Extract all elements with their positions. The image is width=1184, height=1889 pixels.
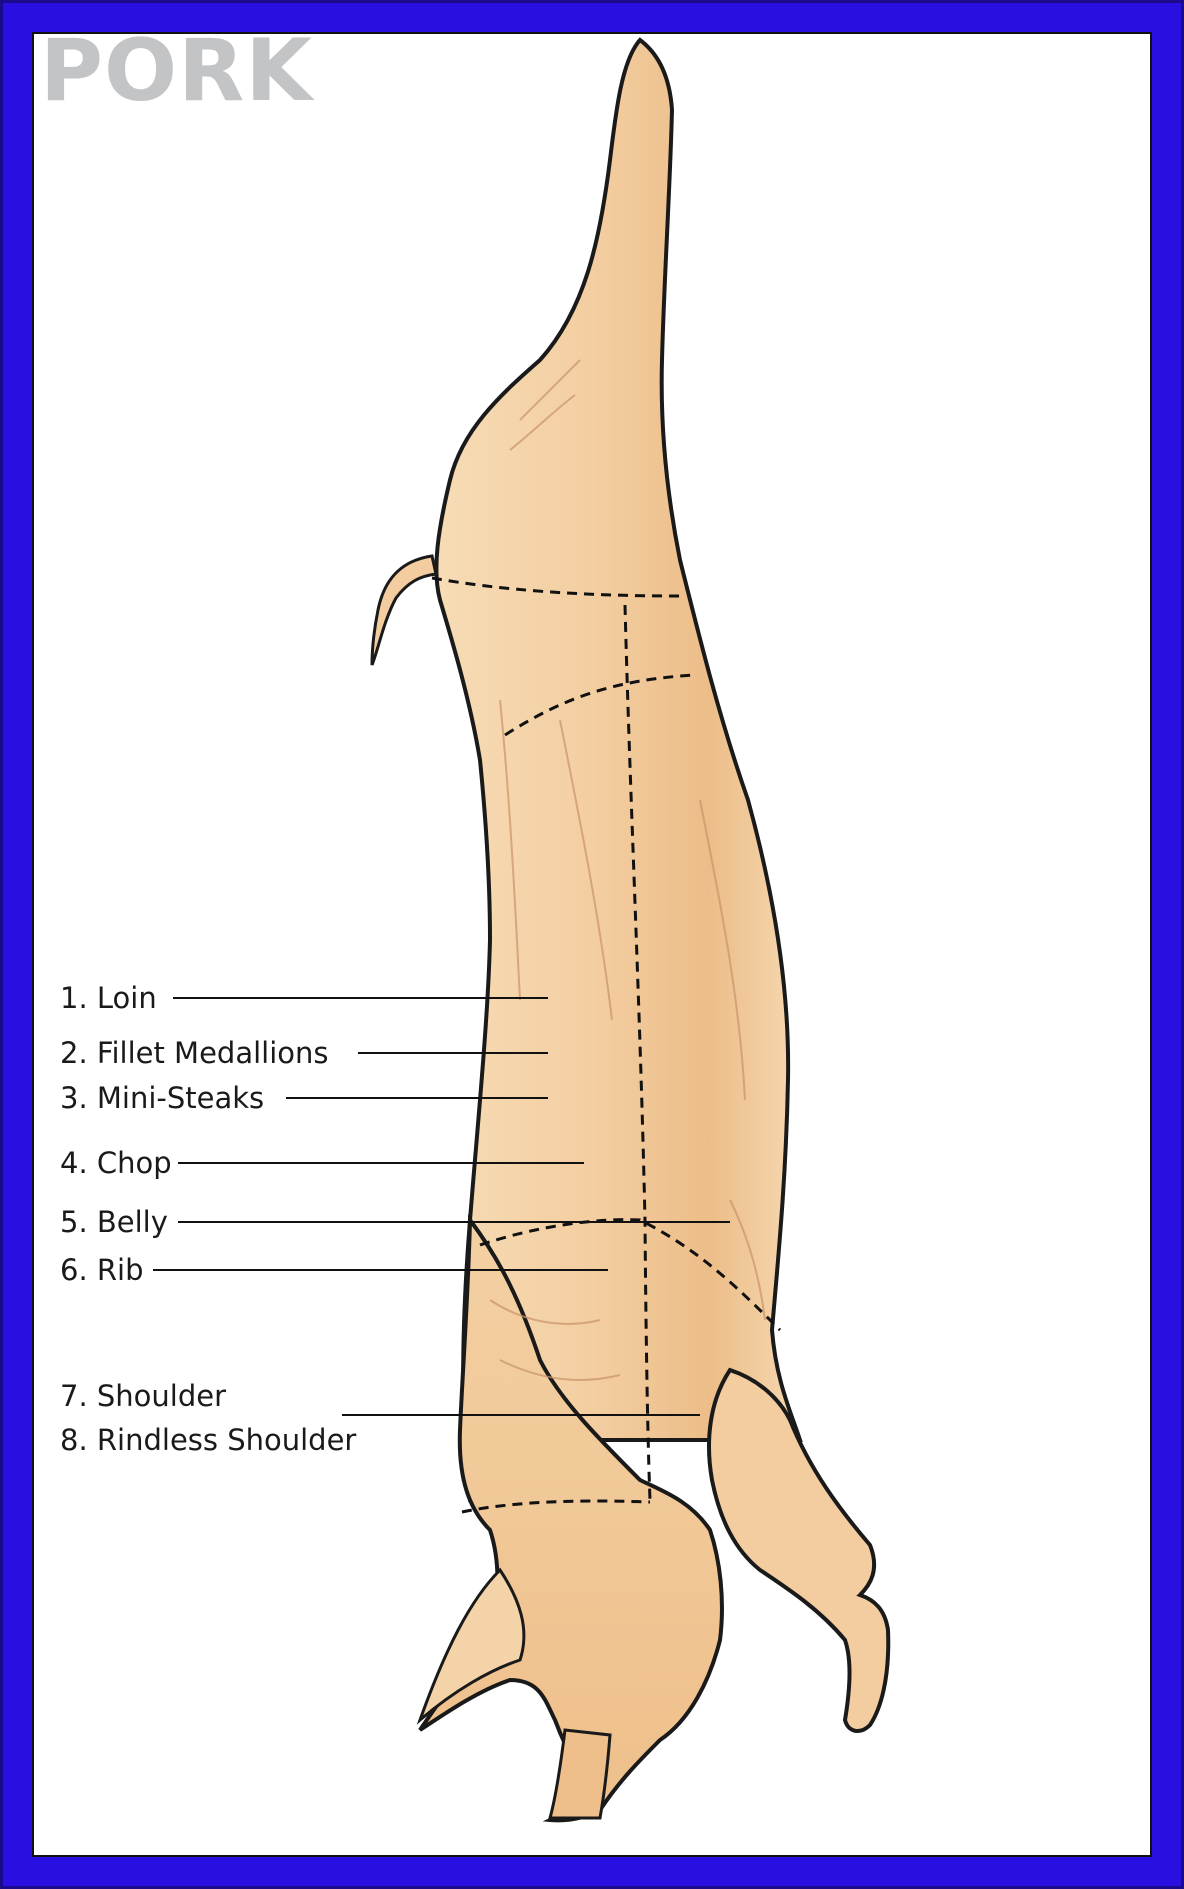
cut-line-shoulder [461, 1499, 651, 1514]
label-belly: 5. Belly [60, 1205, 168, 1239]
cut-line-rump [504, 673, 696, 737]
label-fillet-medallions: 2. Fillet Medallions [60, 1036, 329, 1070]
label-rindless-shoulder: 8. Rindless Shoulder [60, 1423, 357, 1457]
label-mini-steaks: 3. Mini-Steaks [60, 1081, 265, 1115]
cut-line-leg [431, 576, 681, 598]
label-chop: 4. Chop [60, 1146, 172, 1180]
label-loin: 1. Loin [60, 981, 157, 1015]
snout [548, 1728, 612, 1820]
tail [370, 554, 438, 666]
cut-line-belly [479, 1218, 782, 1332]
page-title: PORK [40, 21, 314, 121]
label-shoulder: 7. Shoulder [60, 1379, 227, 1413]
shading-strokes [489, 359, 766, 1381]
ear [416, 1567, 526, 1725]
cut-line-spine [623, 604, 652, 1501]
label-rib: 6. Rib [60, 1253, 144, 1287]
leader-lines [153, 997, 730, 1416]
front-leg [707, 1367, 891, 1733]
cut-lines [431, 576, 782, 1514]
